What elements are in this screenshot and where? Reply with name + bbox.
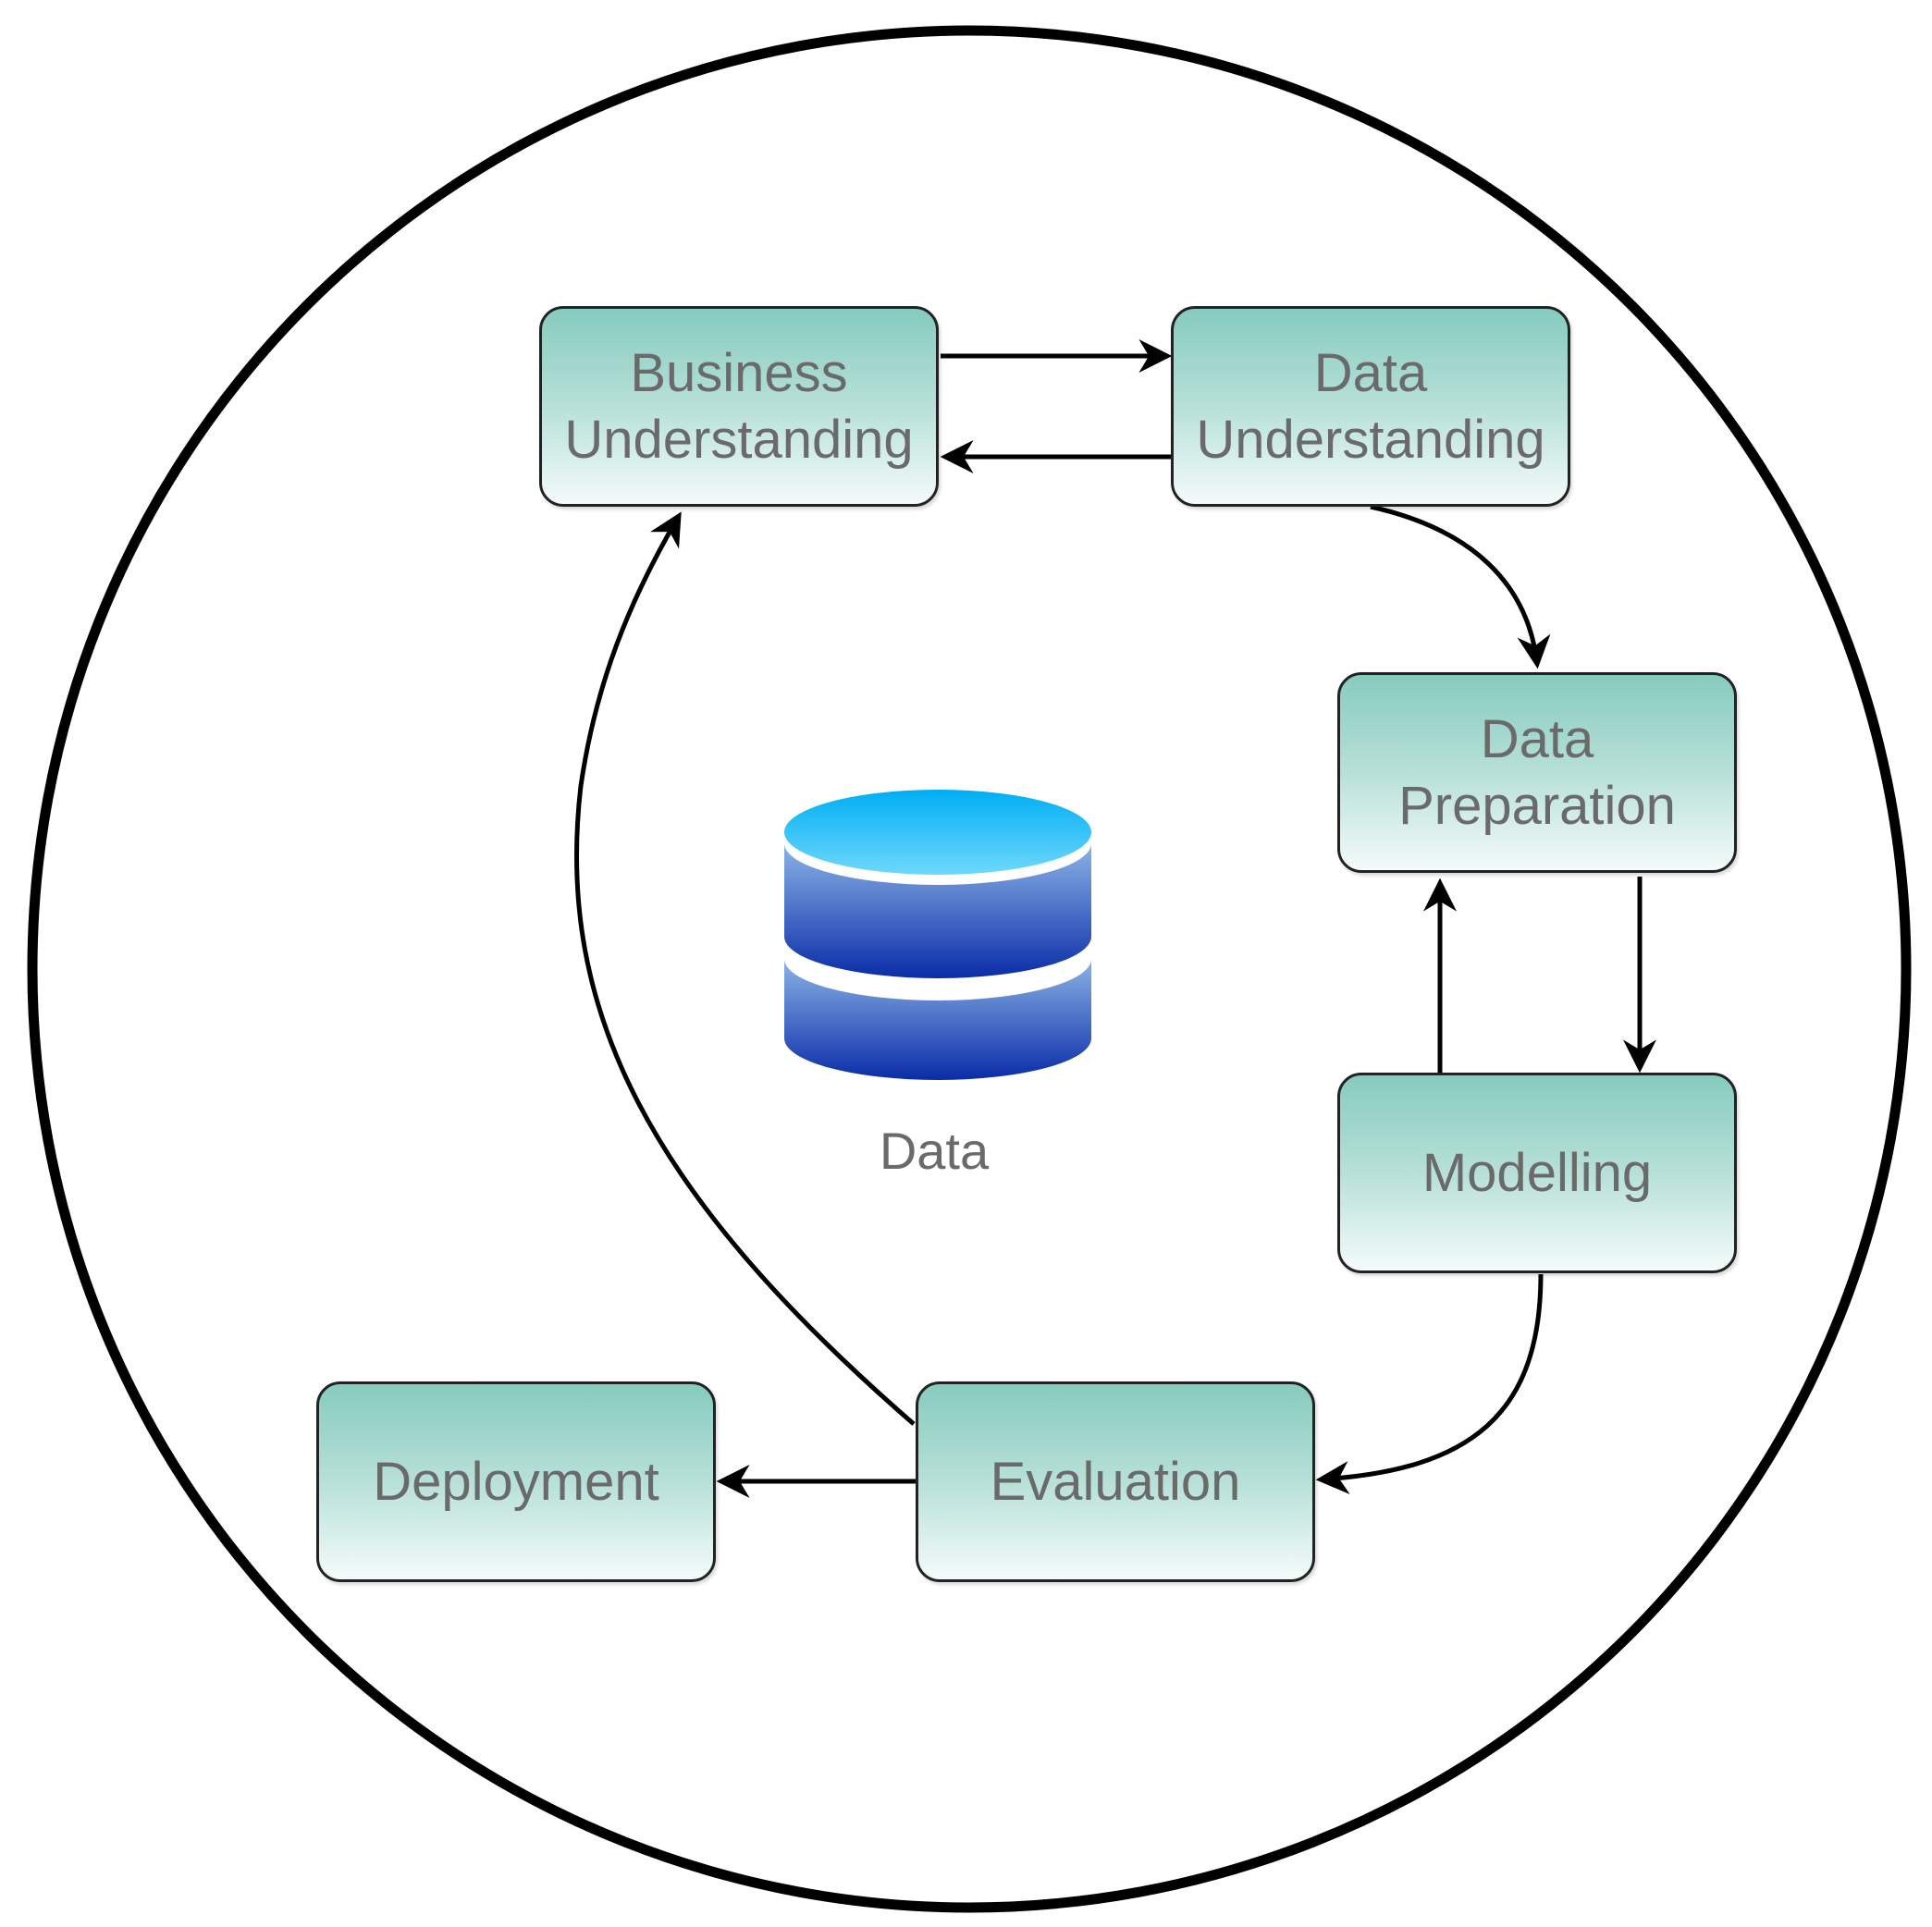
node-business-understanding[interactable]: Business Understanding: [539, 306, 939, 507]
node-deployment-label: Deployment: [373, 1451, 659, 1512]
database-icon: [784, 790, 1091, 1080]
database-label: Data: [879, 1122, 990, 1180]
node-data-preparation-line2: Preparation: [1398, 775, 1676, 836]
node-data-understanding-line2: Understanding: [1196, 409, 1545, 470]
outer-circle: [27, 25, 1912, 1913]
node-modelling-label: Modelling: [1421, 1142, 1653, 1203]
node-evaluation-label: Evaluation: [990, 1451, 1241, 1512]
arrow-evaluation-to-business-understanding: [574, 511, 916, 1426]
node-business-understanding-line2: Understanding: [564, 409, 914, 470]
arrow-data-understanding-to-data-preparation: [1370, 504, 1551, 669]
node-data-preparation[interactable]: Data Preparation: [1337, 672, 1737, 873]
node-evaluation[interactable]: Evaluation: [916, 1381, 1315, 1582]
node-data-understanding[interactable]: Data Understanding: [1171, 306, 1570, 507]
node-modelling[interactable]: Modelling: [1337, 1073, 1737, 1273]
node-deployment[interactable]: Deployment: [316, 1381, 716, 1582]
node-data-preparation-line1: Data: [1480, 708, 1594, 769]
node-business-understanding-line1: Business: [630, 342, 848, 403]
arrow-modelling-to-evaluation: [1315, 1273, 1544, 1495]
node-data-understanding-line1: Data: [1313, 342, 1428, 403]
